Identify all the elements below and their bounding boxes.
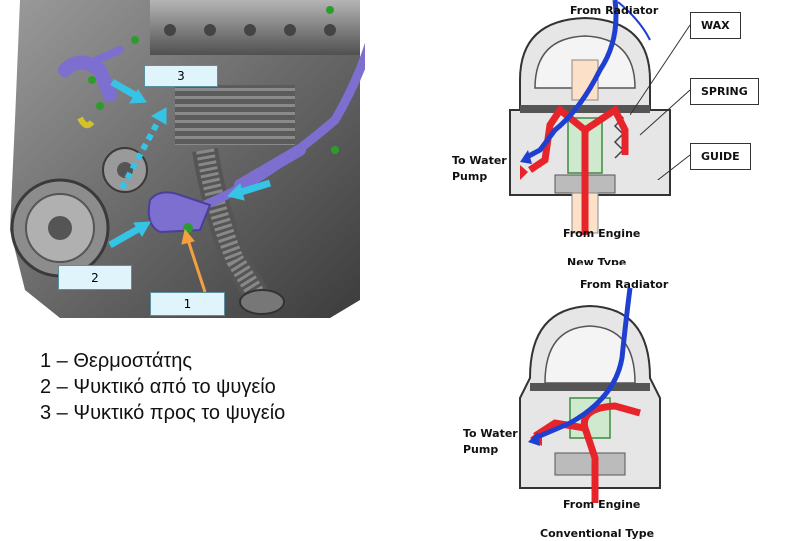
new-from-engine-label: From Engine	[563, 227, 641, 240]
hot-flow-arrow-icon	[520, 165, 528, 180]
engine-illustration	[0, 0, 385, 318]
new-from-radiator-label: From Radiator	[570, 4, 659, 17]
cold-flow-arrow-icon	[520, 150, 532, 164]
conv-to-water-label: To Water	[463, 427, 518, 440]
arrow-coolant-in-icon	[133, 221, 151, 237]
thermostat-housing	[147, 191, 212, 234]
conventional-caption: Conventional Type	[540, 527, 655, 540]
new-pump-label: Pump	[452, 170, 488, 183]
new-type-caption: New Type	[567, 256, 627, 265]
conv-from-engine-label: From Engine	[563, 498, 641, 511]
legend-item-3: 3 – Ψυκτικό προς το ψυγείο	[40, 402, 286, 424]
conv-pump-label: Pump	[463, 443, 499, 456]
arrow-hose-in-icon	[227, 183, 245, 201]
arrow-dashed-icon	[150, 107, 167, 125]
arrow-thermostat-icon	[181, 228, 195, 245]
new-to-water-label: To Water	[452, 154, 507, 167]
spring-label: SPRING	[690, 78, 759, 105]
label-leader-lines	[630, 24, 691, 180]
legend: 1 – Θερμοστάτης 2 – Ψυκτικό από το ψυγεί…	[40, 348, 285, 426]
conv-from-radiator-label: From Radiator	[580, 278, 669, 291]
new-type-drawing	[509, 0, 671, 235]
conventional-thermostat	[510, 287, 670, 503]
conv-cold-flow-arrow-icon	[528, 432, 540, 446]
legend-item-1: 1 – Θερμοστάτης	[40, 350, 193, 372]
wax-label: WAX	[690, 12, 741, 39]
callout-1: 1	[150, 292, 225, 316]
oil-cooler	[175, 85, 295, 145]
new-type-thermostat	[500, 0, 675, 240]
callout-3: 3	[144, 65, 218, 87]
guide-label: GUIDE	[690, 143, 751, 170]
engine-drawing	[10, 0, 385, 318]
arrow-to-radiator-icon	[129, 89, 147, 104]
callout-2: 2	[58, 265, 132, 290]
conventional-drawing	[519, 287, 661, 503]
legend-item-2: 2 – Ψυκτικό από το ψυγείο	[40, 376, 276, 398]
